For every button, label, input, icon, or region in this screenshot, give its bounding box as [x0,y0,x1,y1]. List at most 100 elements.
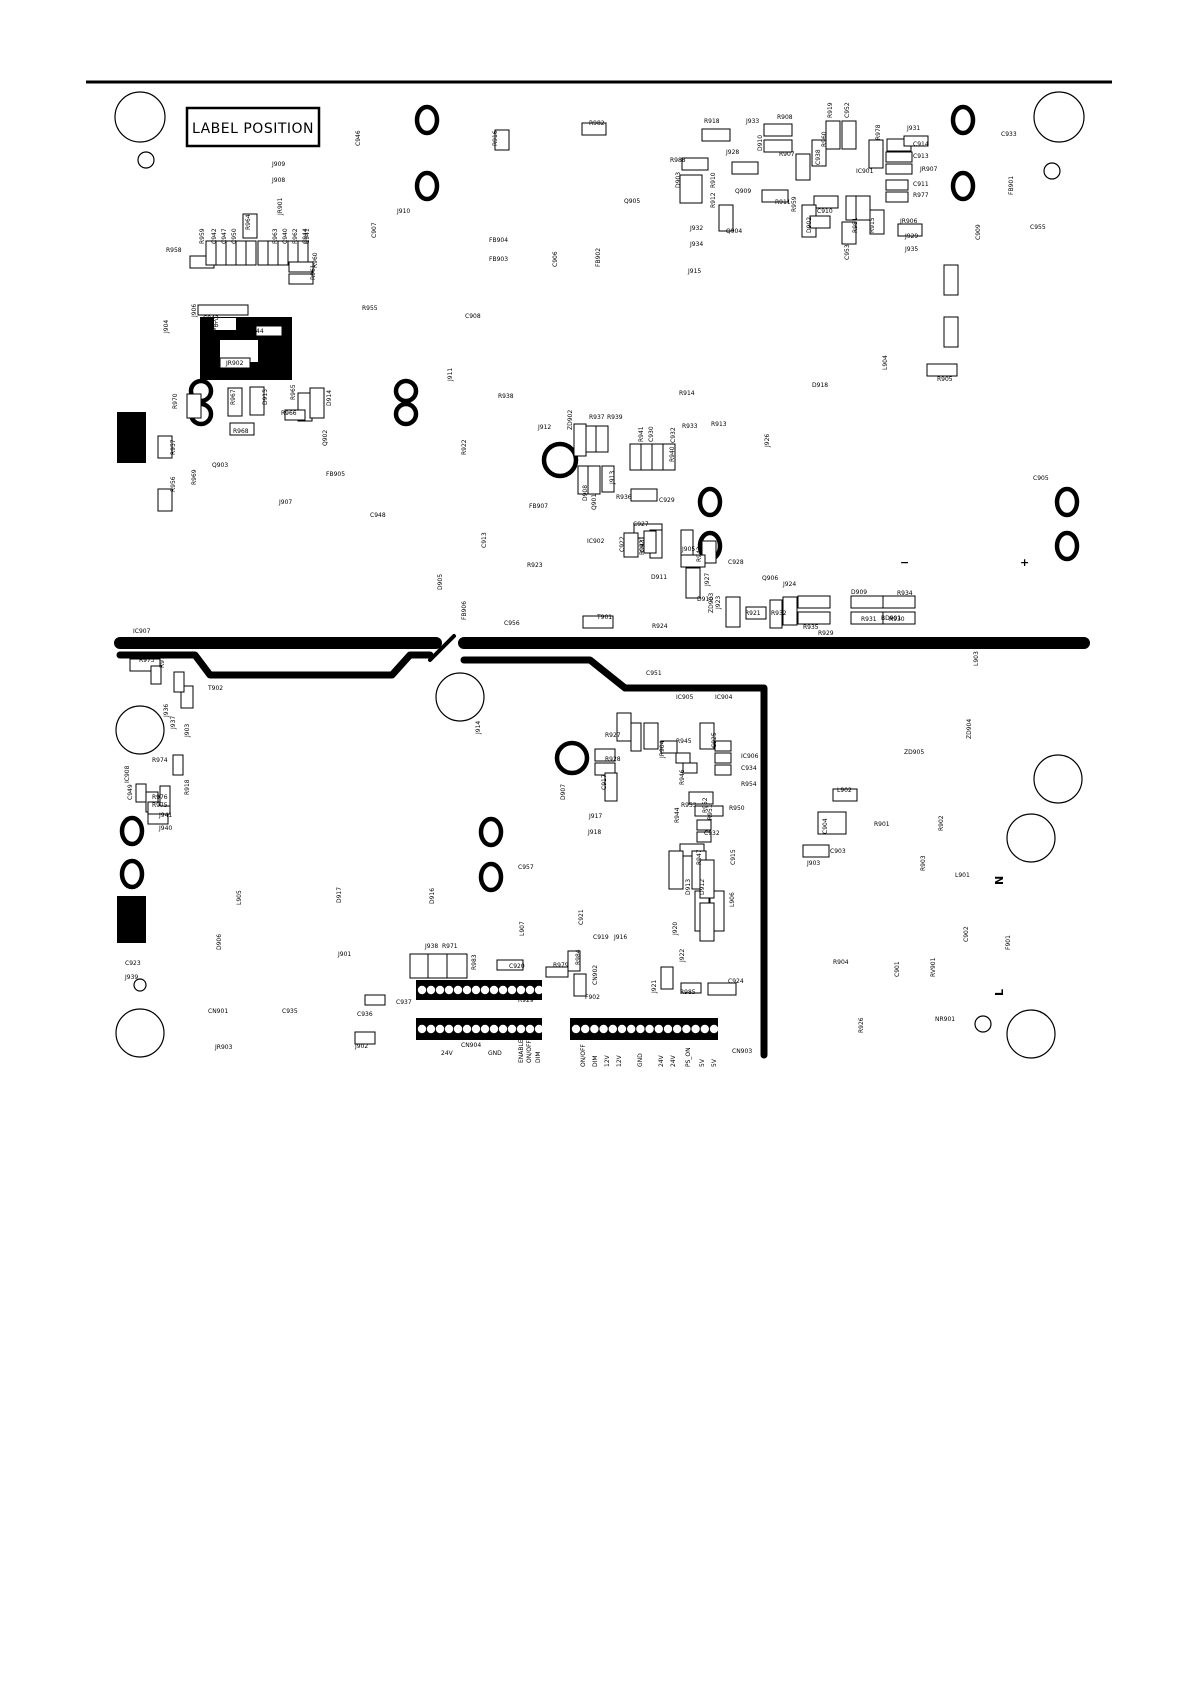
oval-pad [478,861,504,893]
designator-label: D909 [851,589,867,596]
component-footprint [219,357,251,369]
cn903-pin-label: DIM [592,1055,599,1067]
component-footprint [601,465,615,493]
component-footprint [745,606,767,620]
designator-label: C927 [633,521,649,528]
cn904-pin-label: 24V [441,1050,454,1057]
designator-label: J938 [424,943,438,950]
designator-label: R956 [170,476,177,492]
designator-label: C947 [221,228,228,244]
component-footprint [643,530,657,554]
designator-label: R940 [669,446,676,462]
connector-pin [700,1024,709,1034]
designator-label: R933 [682,423,698,430]
designator-label: D913 [685,879,692,895]
designator-label: R971 [442,943,458,950]
connector-pin [673,1024,682,1034]
connector-pin [617,1024,627,1034]
designator-label: J912 [537,424,551,431]
designator-label: IC906 [741,753,759,760]
designator-label: R938 [498,393,514,400]
designator-label: R905 [937,376,953,383]
designator-label: R983 [471,954,478,970]
component-footprint [662,443,676,471]
designator-label: C925 [711,732,718,748]
designator-label: C917 [601,774,608,790]
designator-label: C941 [304,228,311,244]
connector-pin [462,1024,472,1034]
designator-label: FB907 [529,503,548,510]
designator-label: R915 [869,217,876,233]
mounting-holes [114,91,1085,1059]
designator-label: D905 [437,574,444,590]
designator-label: R904 [833,959,849,966]
connector-pin [426,985,436,995]
cn903-name: CN903 [732,1048,752,1055]
oval-pad [393,401,419,427]
designator-label: R930 [889,616,905,623]
component-footprint [545,966,569,978]
designator-label: J915 [687,268,701,275]
component-footprint [284,409,306,421]
designator-label: J929 [904,233,918,240]
designator-label: JR901 [277,197,284,216]
component-footprint [685,567,701,599]
designator-label: J922 [679,949,686,963]
component-footprint [172,754,184,776]
designator-label: L903 [973,651,980,666]
designator-label: C957 [518,864,534,871]
designator-label: R960 [312,252,319,268]
designator-label: J923 [715,596,722,610]
designator-label: R907 [779,151,795,158]
component-footprint [694,805,724,817]
designator-label: R914 [679,390,695,397]
component-footprint [623,532,639,558]
designator-label: L907 [519,921,526,936]
designator-label: R970 [172,393,179,409]
oval-pad [393,378,419,404]
connector-pin [480,1024,490,1034]
component-footprint [841,120,857,150]
designator-label: J913 [609,471,616,485]
component-footprint [763,123,793,137]
designator-label: D915 [262,389,269,405]
designator-label: C913 [481,532,488,548]
component-footprint [427,953,449,979]
mount-hole [1033,91,1085,143]
designator-label: D910 [757,135,764,151]
designator-label: J936 [163,704,170,718]
connector-pin [709,1024,719,1034]
designator-label: D907 [560,784,567,800]
designator-label: R972 [159,652,166,668]
component-footprint [869,209,885,235]
designator-label: C903 [830,848,846,855]
designator-label: D908 [582,485,589,501]
designator-label: D918 [812,382,828,389]
designator-label: R973 [139,657,155,664]
designator-label: ZD905 [904,749,924,756]
component-footprint [811,139,827,167]
line-symbol: L [993,989,1006,996]
oval-pad [119,815,145,847]
designator-label: J911 [447,368,454,382]
designator-label: BD901 [881,615,901,622]
designator-label: Q902 [322,430,329,446]
designator-label: C921 [578,909,585,925]
component-footprint [802,844,830,858]
component-footprint [660,966,674,990]
designator-label: R959 [791,196,798,212]
designator-label: R975 [152,802,168,809]
designator-label: R977 [913,192,929,199]
designator-label: C909 [975,224,982,240]
designator-label: C920 [509,963,525,970]
designator-label: T902 [207,685,223,692]
designator-label: J921 [651,980,658,994]
designator-label: C942 [211,228,218,244]
designator-label: CN902 [592,965,599,985]
designator-label: C934 [741,765,757,772]
return-trace [460,656,768,1059]
designator-label: R935 [803,624,819,631]
component-footprint [446,953,468,979]
designator-label: R950 [729,805,745,812]
designator-label: C928 [728,559,744,566]
